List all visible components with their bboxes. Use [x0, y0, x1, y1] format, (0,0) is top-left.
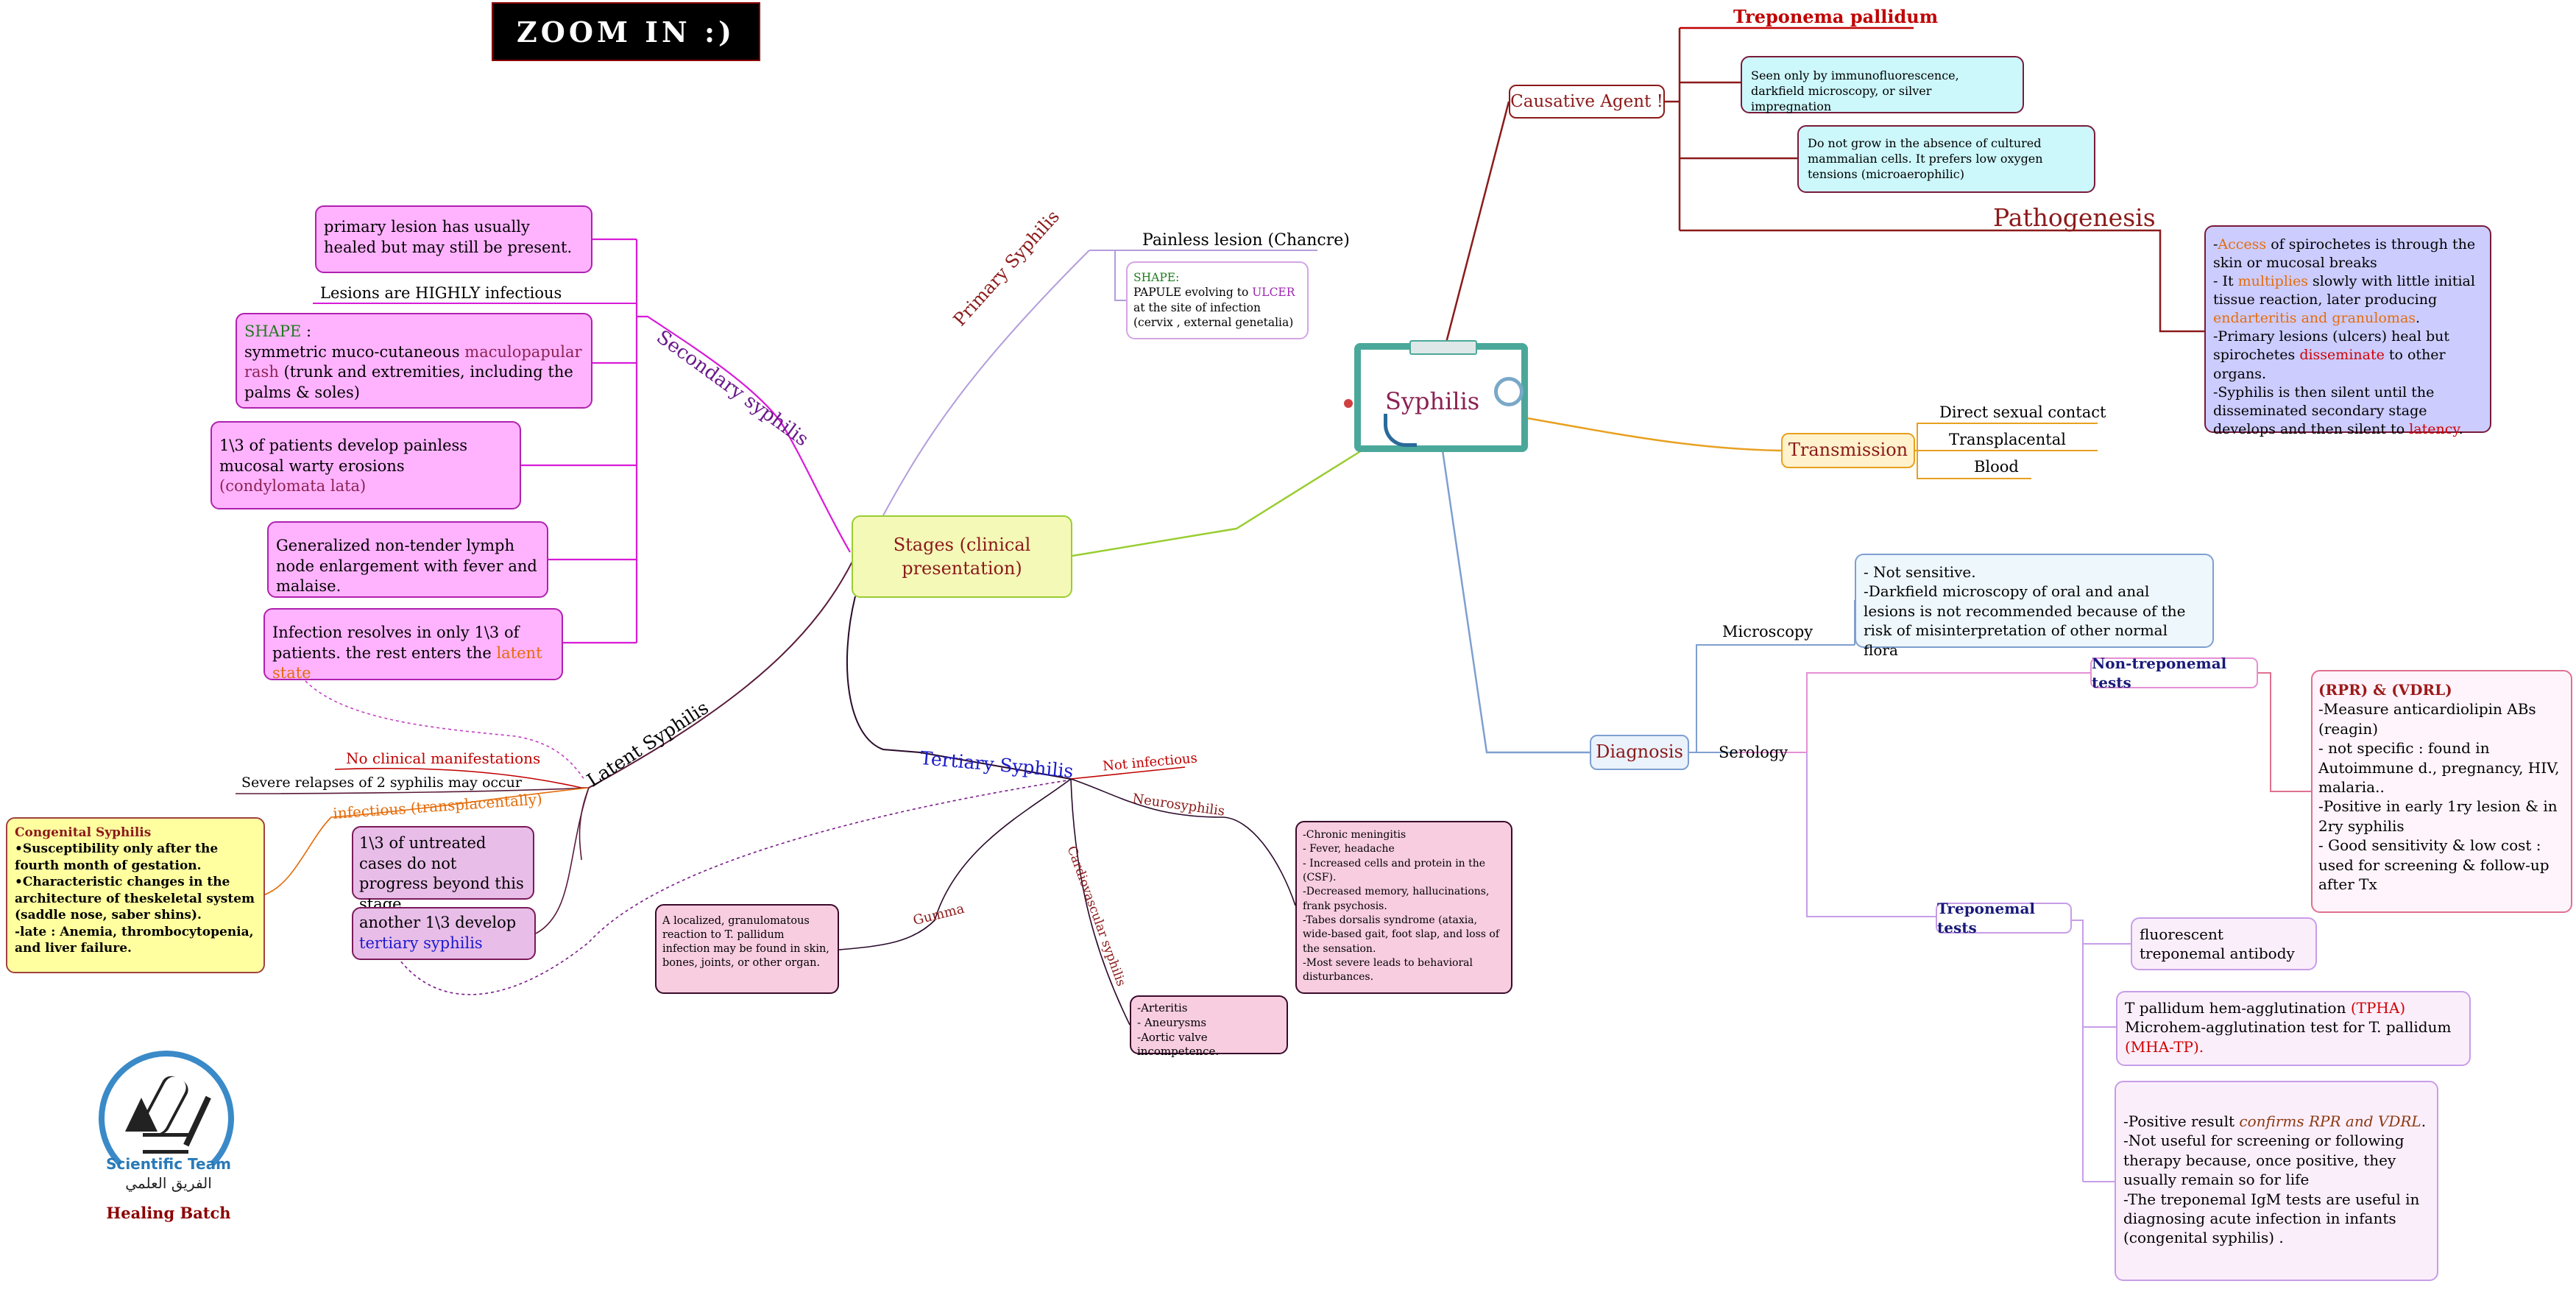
logo-arc-icon — [99, 1051, 234, 1186]
serology-label: Serology — [1719, 744, 1788, 761]
logo-arabic-name: الفريق العلمي — [125, 1174, 212, 1192]
stages-label: Stages (clinical presentation) — [893, 534, 1031, 579]
transmission-node[interactable]: Transmission — [1781, 433, 1915, 468]
zoom-banner-text: ZOOM IN :) — [517, 15, 735, 49]
nontreponemal-node[interactable]: Non-treponemal tests — [2090, 654, 2258, 691]
diagnosis-node[interactable]: Diagnosis — [1590, 735, 1689, 770]
primary-shape-box: SHAPE: PAPULE evolving to ULCER at the s… — [1126, 261, 1309, 339]
secondary-box-lymph: Generalized non-tender lymph node enlarg… — [267, 521, 548, 598]
microscopy-label: Microscopy — [1722, 623, 1814, 641]
treponemal-notes-box: -Positive result confirms RPR and VDRL. … — [2115, 1081, 2438, 1281]
chancre-label: Painless lesion (Chancre) — [1142, 231, 1350, 250]
pathogenesis-title: Pathogenesis — [1993, 203, 2156, 232]
neurosyphilis-box: -Chronic meningitis - Fever, headache - … — [1295, 821, 1512, 994]
secondary-box-shape: SHAPE : symmetric muco-cutaneous maculop… — [236, 313, 592, 409]
fta-box: fluorescent treponemal antibody — [2131, 917, 2317, 970]
transmission-item-sexual: Direct sexual contact — [1939, 403, 2106, 421]
transmission-label: Transmission — [1788, 440, 1908, 461]
treponemal-node[interactable]: Treponemal tests — [1936, 900, 2072, 936]
transmission-item-transplacental: Transplacental — [1949, 431, 2066, 448]
causative-note-2: Do not grow in the absence of cultured m… — [1797, 125, 2095, 193]
causative-agent-node[interactable]: Causative Agent ! — [1509, 85, 1665, 119]
stages-node[interactable]: Stages (clinical presentation) — [852, 515, 1072, 598]
stethoscope-tube — [1384, 414, 1417, 447]
congenital-box: Congenital Syphilis •Susceptibility only… — [6, 817, 265, 973]
latent-box-tertiary: another 1\3 develop tertiary syphilis — [352, 907, 536, 960]
latent-severe-relapses: Severe relapses of 2 syphilis may occur — [241, 774, 522, 791]
microscopy-box: - Not sensitive. -Darkfield microscopy o… — [1855, 554, 2214, 659]
diagnosis-label: Diagnosis — [1596, 741, 1683, 763]
organism-label: Treponema pallidum — [1733, 6, 1939, 27]
latent-box-no-progress: 1\3 of untreated cases do not progress b… — [352, 826, 534, 913]
logo-team-name: Scientific Team — [106, 1155, 231, 1173]
cardiovascular-box: -Arteritis - Aneurysms -Aortic valve inc… — [1130, 995, 1288, 1058]
latent-no-manifestations: No clinical manifestations — [346, 749, 541, 767]
clip-icon — [1409, 340, 1477, 355]
zoom-banner: ZOOM IN :) — [492, 2, 760, 61]
logo-flask-icon — [125, 1098, 158, 1132]
stethoscope-icon — [1494, 377, 1524, 406]
nontreponemal-label: Non-treponemal tests — [2092, 654, 2227, 691]
scientific-team-logo: Scientific Team الفريق العلمي Healing Ba… — [94, 1049, 241, 1226]
causative-note-1: Seen only by immunofluorescence, darkfie… — [1741, 56, 2024, 113]
pathogenesis-box: -Access of spirochetes is through the sk… — [2204, 225, 2491, 437]
secondary-highly-infectious: Lesions are HIGHLY infectious — [320, 284, 562, 302]
logo-batch-name: Healing Batch — [106, 1204, 231, 1222]
central-node[interactable]: Syphilis — [1344, 340, 1529, 452]
transmission-item-blood: Blood — [1974, 458, 2019, 476]
stethoscope-tip — [1344, 399, 1353, 408]
central-title: Syphilis — [1385, 387, 1480, 415]
tpha-box: T pallidum hem-agglutination (TPHA) Micr… — [2116, 991, 2471, 1066]
nontreponemal-box: (RPR) & (VDRL) -Measure anticardiolipin … — [2311, 670, 2572, 913]
logo-books-icon — [143, 1133, 188, 1154]
causative-agent-label: Causative Agent ! — [1510, 91, 1663, 111]
secondary-box-resolves: Infection resolves in only 1\3 of patien… — [263, 608, 563, 682]
secondary-box-healed: primary lesion has usually healed but ma… — [315, 205, 592, 273]
gumma-box: A localized, granulomatous reaction to T… — [655, 904, 839, 994]
secondary-box-condylomata: 1\3 of patients develop painless mucosal… — [210, 421, 521, 509]
treponemal-label: Treponemal tests — [1937, 899, 2035, 936]
